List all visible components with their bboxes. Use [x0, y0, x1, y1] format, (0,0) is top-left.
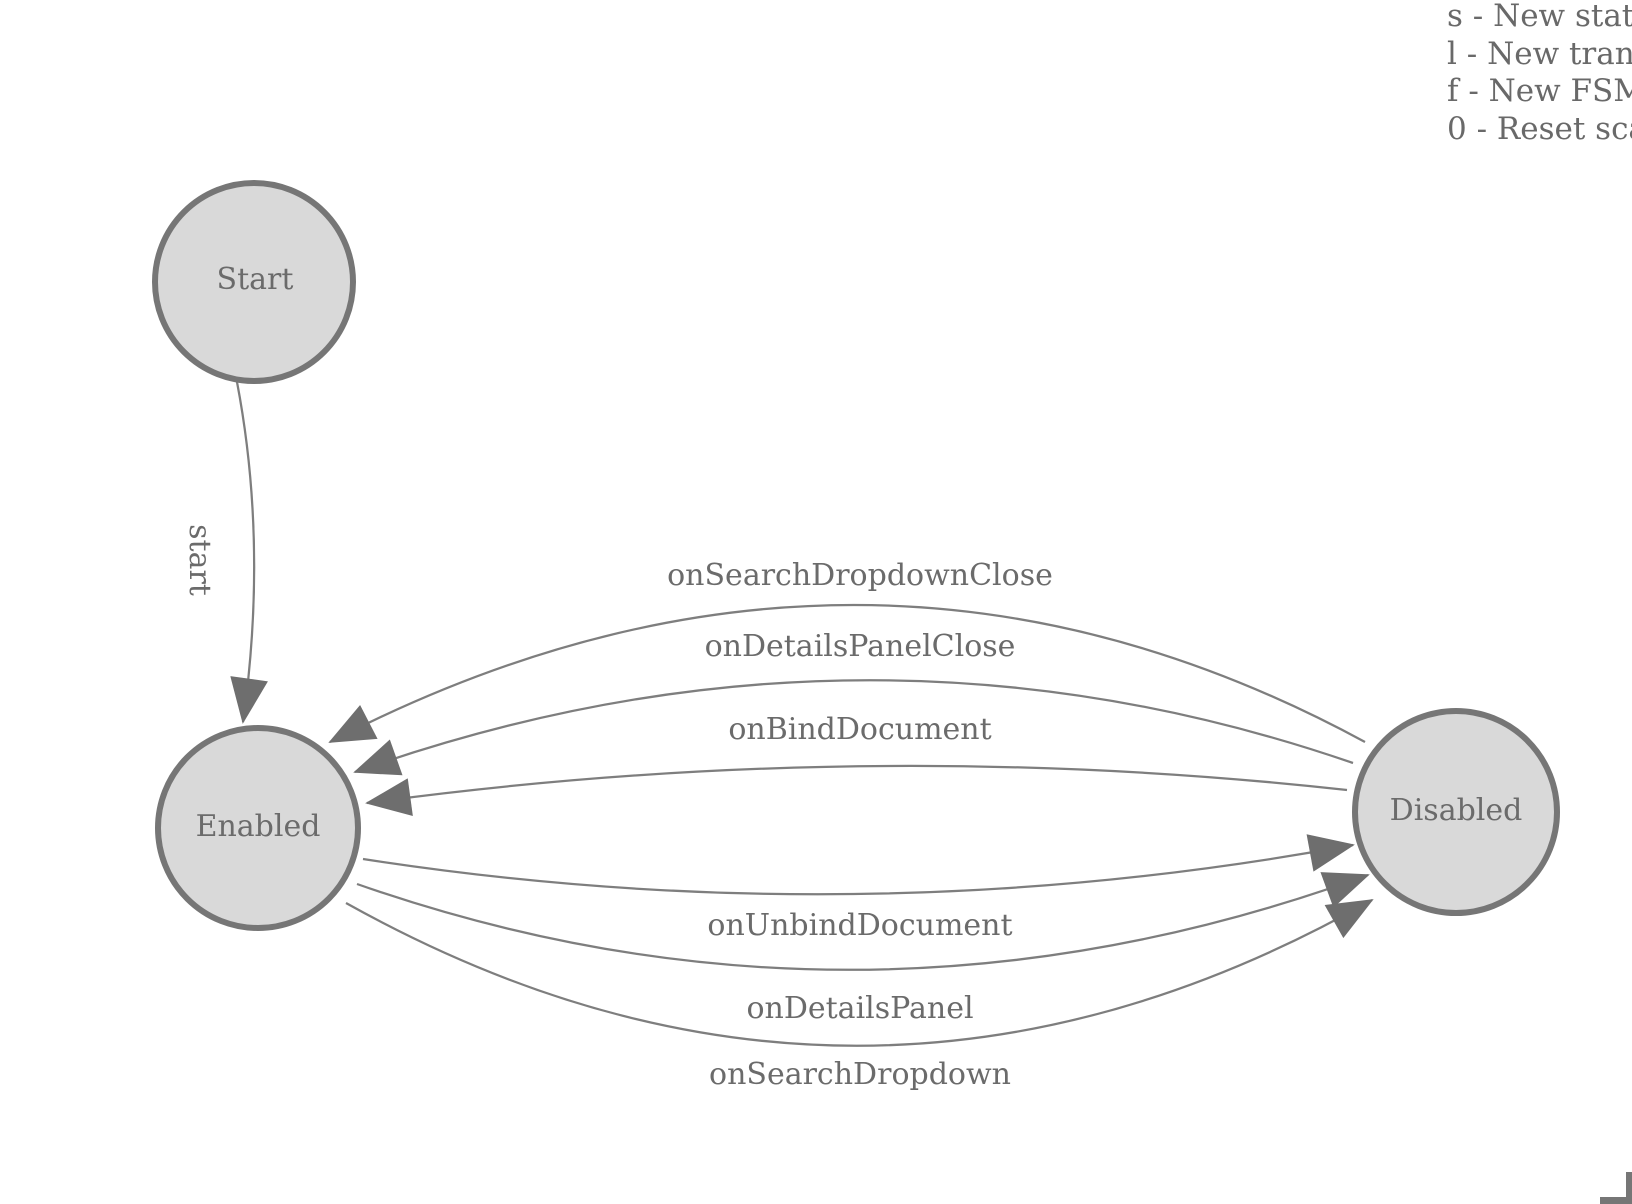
legend-line-new-state: s - New state — [1447, 0, 1632, 34]
state-circle-start — [152, 180, 356, 384]
legend-line-new-transition: l - New transition — [1447, 35, 1632, 72]
edge-label-onSearchDropdown: onSearchDropdown — [709, 1057, 1011, 1092]
edge-start[interactable] — [230, 381, 268, 724]
edge-onDetailsPanelClose[interactable] — [353, 679, 1354, 776]
edge-label-onDetailsPanel: onDetailsPanel — [746, 991, 973, 1026]
state-node-start[interactable]: Start — [152, 180, 356, 384]
state-label-enabled: Enabled — [196, 809, 321, 844]
edge-label-start: start — [182, 524, 217, 596]
frame-corner-vertical — [1626, 1172, 1632, 1204]
edge-label-onUnbindDocument: onUnbindDocument — [707, 908, 1012, 943]
edge-onUnbindDocument[interactable] — [362, 834, 1355, 896]
state-circle-enabled — [155, 725, 361, 931]
edge-onDetailsPanel[interactable] — [356, 872, 1370, 971]
frame-corner-horizontal — [1600, 1197, 1632, 1204]
edge-onBindDocument[interactable] — [365, 764, 1348, 816]
state-label-disabled: Disabled — [1390, 793, 1523, 828]
legend-line-new-fsm: f - New FSM — [1447, 73, 1632, 109]
edge-label-onBindDocument: onBindDocument — [728, 712, 991, 747]
edge-label-onDetailsPanelClose: onDetailsPanelClose — [705, 629, 1016, 664]
state-circle-disabled — [1352, 708, 1560, 916]
edge-onSearchDropdown[interactable] — [345, 899, 1374, 1047]
shortcut-legend: s - New state l - New transition f - New… — [1447, 0, 1632, 148]
legend-line-reset-scale: 0 - Reset scale — [1447, 110, 1632, 147]
edge-onSearchDropdownClose[interactable] — [328, 603, 1366, 743]
state-node-enabled[interactable]: Enabled — [155, 725, 361, 931]
state-label-start: Start — [217, 262, 294, 297]
edge-label-onSearchDropdownClose: onSearchDropdownClose — [667, 558, 1053, 593]
state-node-disabled[interactable]: Disabled — [1352, 708, 1560, 916]
